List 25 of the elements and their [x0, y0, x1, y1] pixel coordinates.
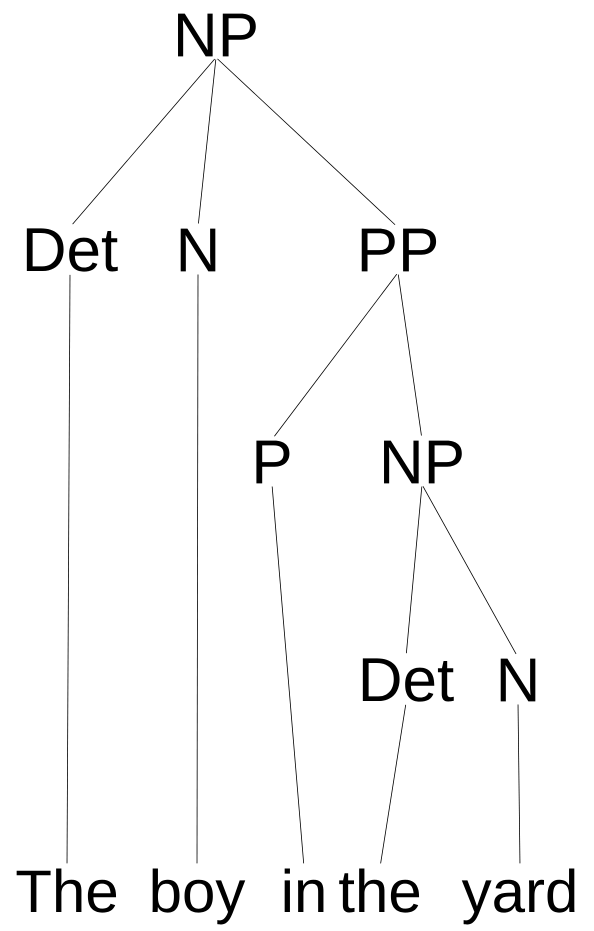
tree-branch — [398, 274, 422, 436]
tree-branch — [518, 704, 520, 864]
tree-node-label: N — [180, 228, 216, 272]
tree-branch — [217, 58, 396, 226]
sentence-word: in — [284, 868, 324, 912]
tree-branch — [422, 486, 516, 654]
sentence-word: the — [339, 868, 420, 913]
tree-branch — [380, 704, 406, 864]
sentence-word: The — [16, 868, 116, 913]
tree-node-label: P — [256, 440, 290, 484]
tree-branch — [272, 486, 304, 864]
tree-node-label: NP — [178, 14, 256, 56]
tree-branch — [72, 58, 216, 225]
tree-node-label: NP — [384, 440, 462, 484]
tree-branch — [196, 274, 198, 864]
sentence-word: yard — [462, 868, 574, 924]
tree-branch — [198, 59, 216, 224]
tree-branch — [406, 486, 422, 654]
tree-node-label: N — [500, 658, 536, 702]
tree-node-label: Det — [26, 228, 118, 272]
tree-node-label: Det — [362, 658, 454, 702]
tree-branch — [66, 274, 70, 864]
sentence-word: boy — [152, 868, 246, 924]
tree-node-label: PP — [362, 228, 436, 272]
tree-branch — [274, 274, 398, 437]
